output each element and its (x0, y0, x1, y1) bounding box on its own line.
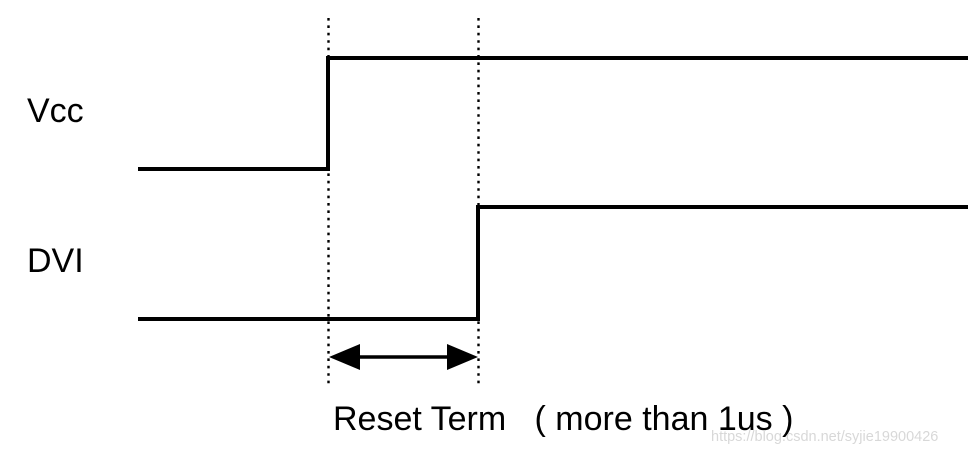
reset-term-arrow (329, 344, 478, 370)
arrowhead-right-icon (447, 344, 478, 370)
vcc-waveform (138, 56, 968, 171)
arrowhead-left-icon (329, 344, 360, 370)
reset-term-caption: Reset Term ( more than 1us ) (333, 400, 794, 438)
dvi-waveform (138, 205, 968, 321)
watermark-url: https://blog.csdn.net/syjie19900426 (711, 429, 939, 445)
vcc-signal-label: Vcc (27, 92, 84, 130)
dvi-signal-label: DVI (27, 242, 84, 280)
